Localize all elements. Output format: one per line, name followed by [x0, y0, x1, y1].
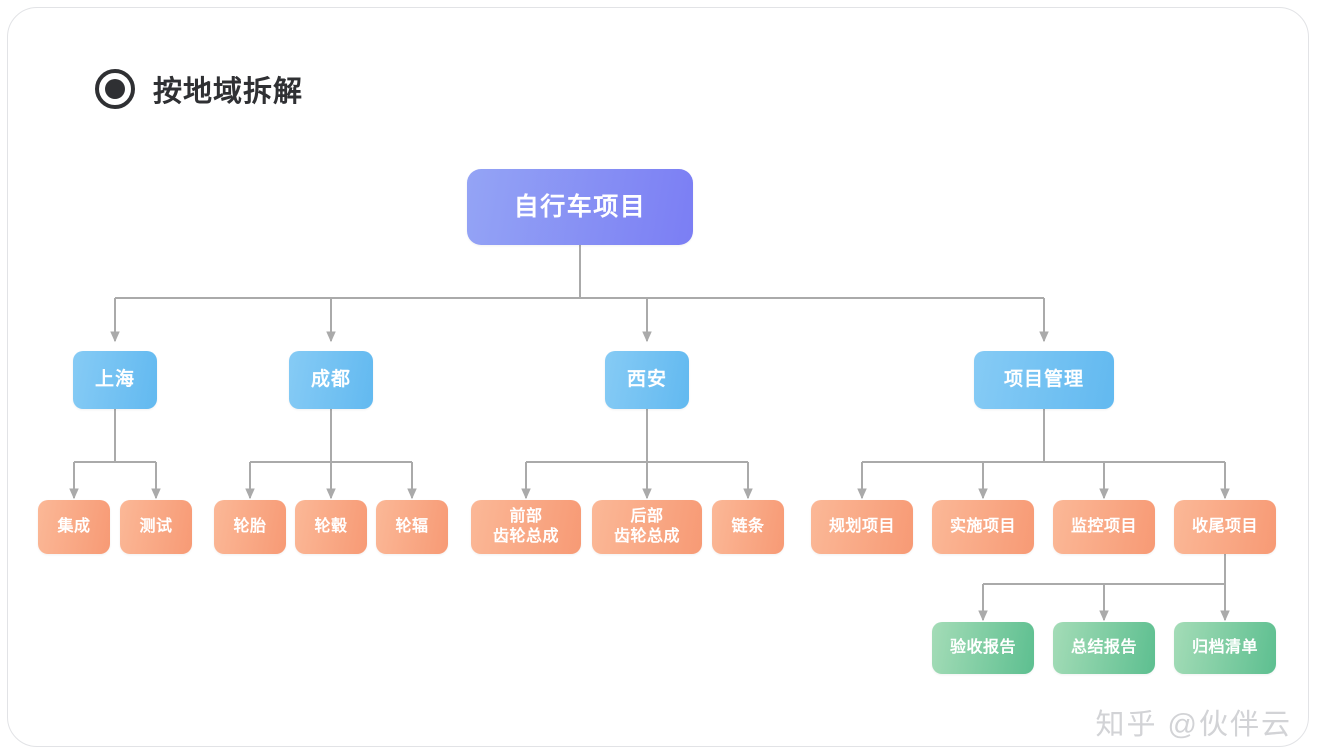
node-front-gear-assembly[interactable]: 前部 齿轮总成 [471, 500, 581, 554]
node-shanghai[interactable]: 上海 [73, 351, 157, 409]
node-project-management[interactable]: 项目管理 [974, 351, 1114, 409]
node-xian[interactable]: 西安 [605, 351, 689, 409]
node-tire[interactable]: 轮胎 [214, 500, 286, 554]
node-monitor-project[interactable]: 监控项目 [1053, 500, 1155, 554]
node-chain[interactable]: 链条 [712, 500, 784, 554]
node-hub[interactable]: 轮毂 [295, 500, 367, 554]
node-root[interactable]: 自行车项目 [467, 169, 693, 245]
node-acceptance-report[interactable]: 验收报告 [932, 622, 1034, 674]
node-testing[interactable]: 测试 [120, 500, 192, 554]
page-header: 按地域拆解 [95, 68, 303, 110]
node-summary-report[interactable]: 总结报告 [1053, 622, 1155, 674]
node-chengdu[interactable]: 成都 [289, 351, 373, 409]
watermark: 知乎 @伙伴云 [1095, 709, 1292, 741]
node-plan-project[interactable]: 规划项目 [811, 500, 913, 554]
node-integration[interactable]: 集成 [38, 500, 110, 554]
radio-selected-icon [95, 69, 135, 109]
node-execute-project[interactable]: 实施项目 [932, 500, 1034, 554]
node-spoke[interactable]: 轮辐 [376, 500, 448, 554]
page-title: 按地域拆解 [153, 76, 304, 108]
node-rear-gear-assembly[interactable]: 后部 齿轮总成 [592, 500, 702, 554]
node-archive-checklist[interactable]: 归档清单 [1174, 622, 1276, 674]
node-close-project[interactable]: 收尾项目 [1174, 500, 1276, 554]
